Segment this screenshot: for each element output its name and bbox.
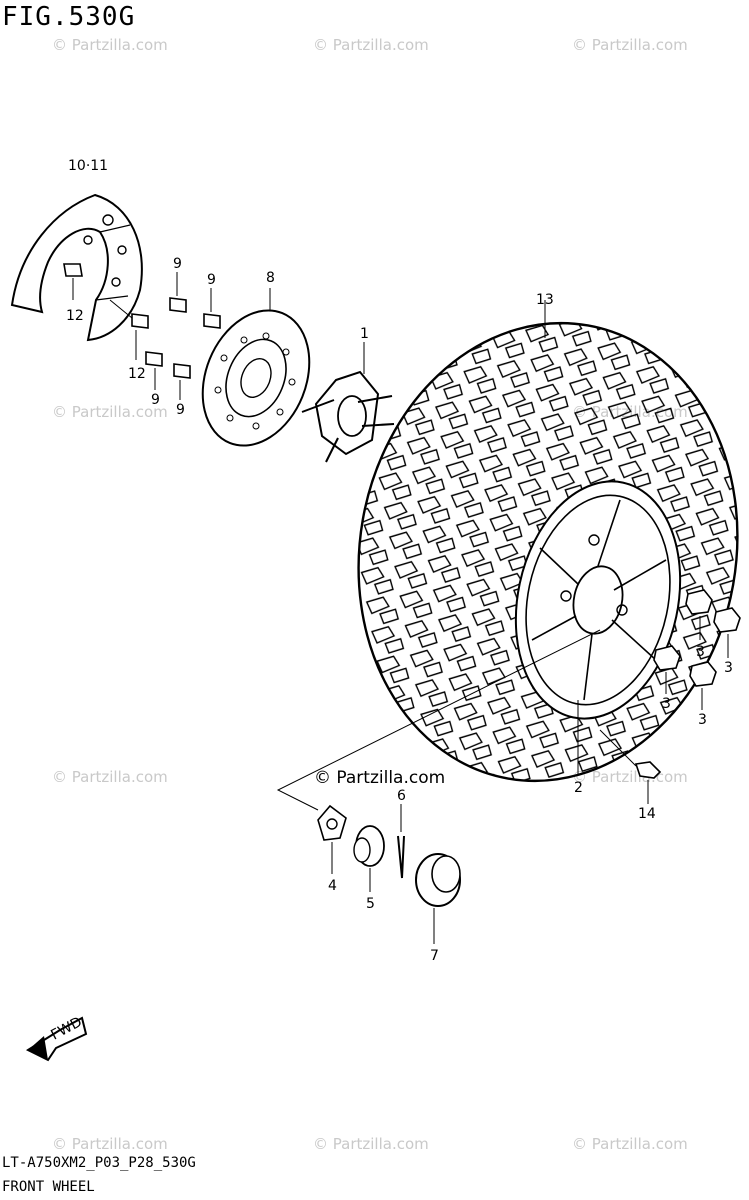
callout-9: 9	[207, 272, 216, 288]
callout-7: 7	[430, 948, 439, 964]
callout-4: 4	[328, 878, 337, 894]
callout-8: 8	[266, 270, 275, 286]
cotter-pin	[397, 804, 405, 879]
callout-5: 5	[366, 896, 375, 912]
drawing-name: FRONT WHEEL	[2, 1179, 95, 1195]
wheel-hub	[301, 342, 395, 463]
valve-stem	[599, 729, 662, 804]
wheel-nut-a	[685, 589, 713, 640]
callout-12: 12	[128, 366, 146, 382]
watermark: © Partzilla.com	[52, 768, 168, 786]
wheel-nut-d	[689, 661, 717, 710]
callout-9: 9	[176, 402, 185, 418]
callout-labels: 10·11 12 12 9 9 9 9 8 1 13 3 3 3 3 2 14 …	[66, 158, 733, 964]
callout-12: 12	[66, 308, 84, 324]
callout-2: 2	[574, 780, 583, 796]
watermark: © Partzilla.com	[313, 1135, 429, 1153]
watermark: © Partzilla.com	[572, 1135, 688, 1153]
atv-tire	[357, 300, 739, 783]
bolt-9-a	[169, 272, 187, 313]
callout-14: 14	[638, 806, 656, 822]
wheel-nut-b	[713, 607, 741, 658]
bolt-12-lower	[109, 299, 149, 360]
watermark: © Partzilla.com	[572, 36, 688, 54]
bolt-9-d	[173, 363, 191, 400]
wheel-nut-c	[653, 645, 681, 694]
fwd-direction-arrow: FWD	[25, 1014, 88, 1062]
callout-3: 3	[698, 712, 707, 728]
callout-3: 3	[696, 644, 705, 660]
callout-3: 3	[724, 660, 733, 676]
watermark: © Partzilla.com	[52, 36, 168, 54]
watermark: © Partzilla.com	[52, 403, 168, 421]
figure-title: FIG.530G	[2, 2, 136, 32]
hub-cap	[415, 853, 461, 944]
callout-1: 1	[360, 326, 369, 342]
bolt-9-b	[203, 288, 221, 329]
callout-6: 6	[397, 788, 406, 804]
brake-disc-guard	[10, 193, 143, 342]
brake-disc	[201, 288, 311, 447]
bolt-9-c	[145, 351, 163, 390]
bolt-12-upper	[63, 263, 83, 300]
callout-9: 9	[151, 392, 160, 408]
castle-nut	[353, 825, 385, 892]
watermark: © Partzilla.com	[52, 1135, 168, 1153]
callout-9: 9	[173, 256, 182, 272]
watermark: © Partzilla.com	[313, 36, 429, 54]
callout-3: 3	[662, 696, 671, 712]
wheel-rim	[276, 494, 671, 811]
callout-10-11: 10·11	[68, 158, 108, 174]
washer	[317, 804, 347, 874]
watermark-center: © Partzilla.com	[314, 768, 446, 788]
drawing-code: LT-A750XM2_P03_P28_530G	[2, 1155, 196, 1171]
callout-13: 13	[536, 292, 554, 308]
